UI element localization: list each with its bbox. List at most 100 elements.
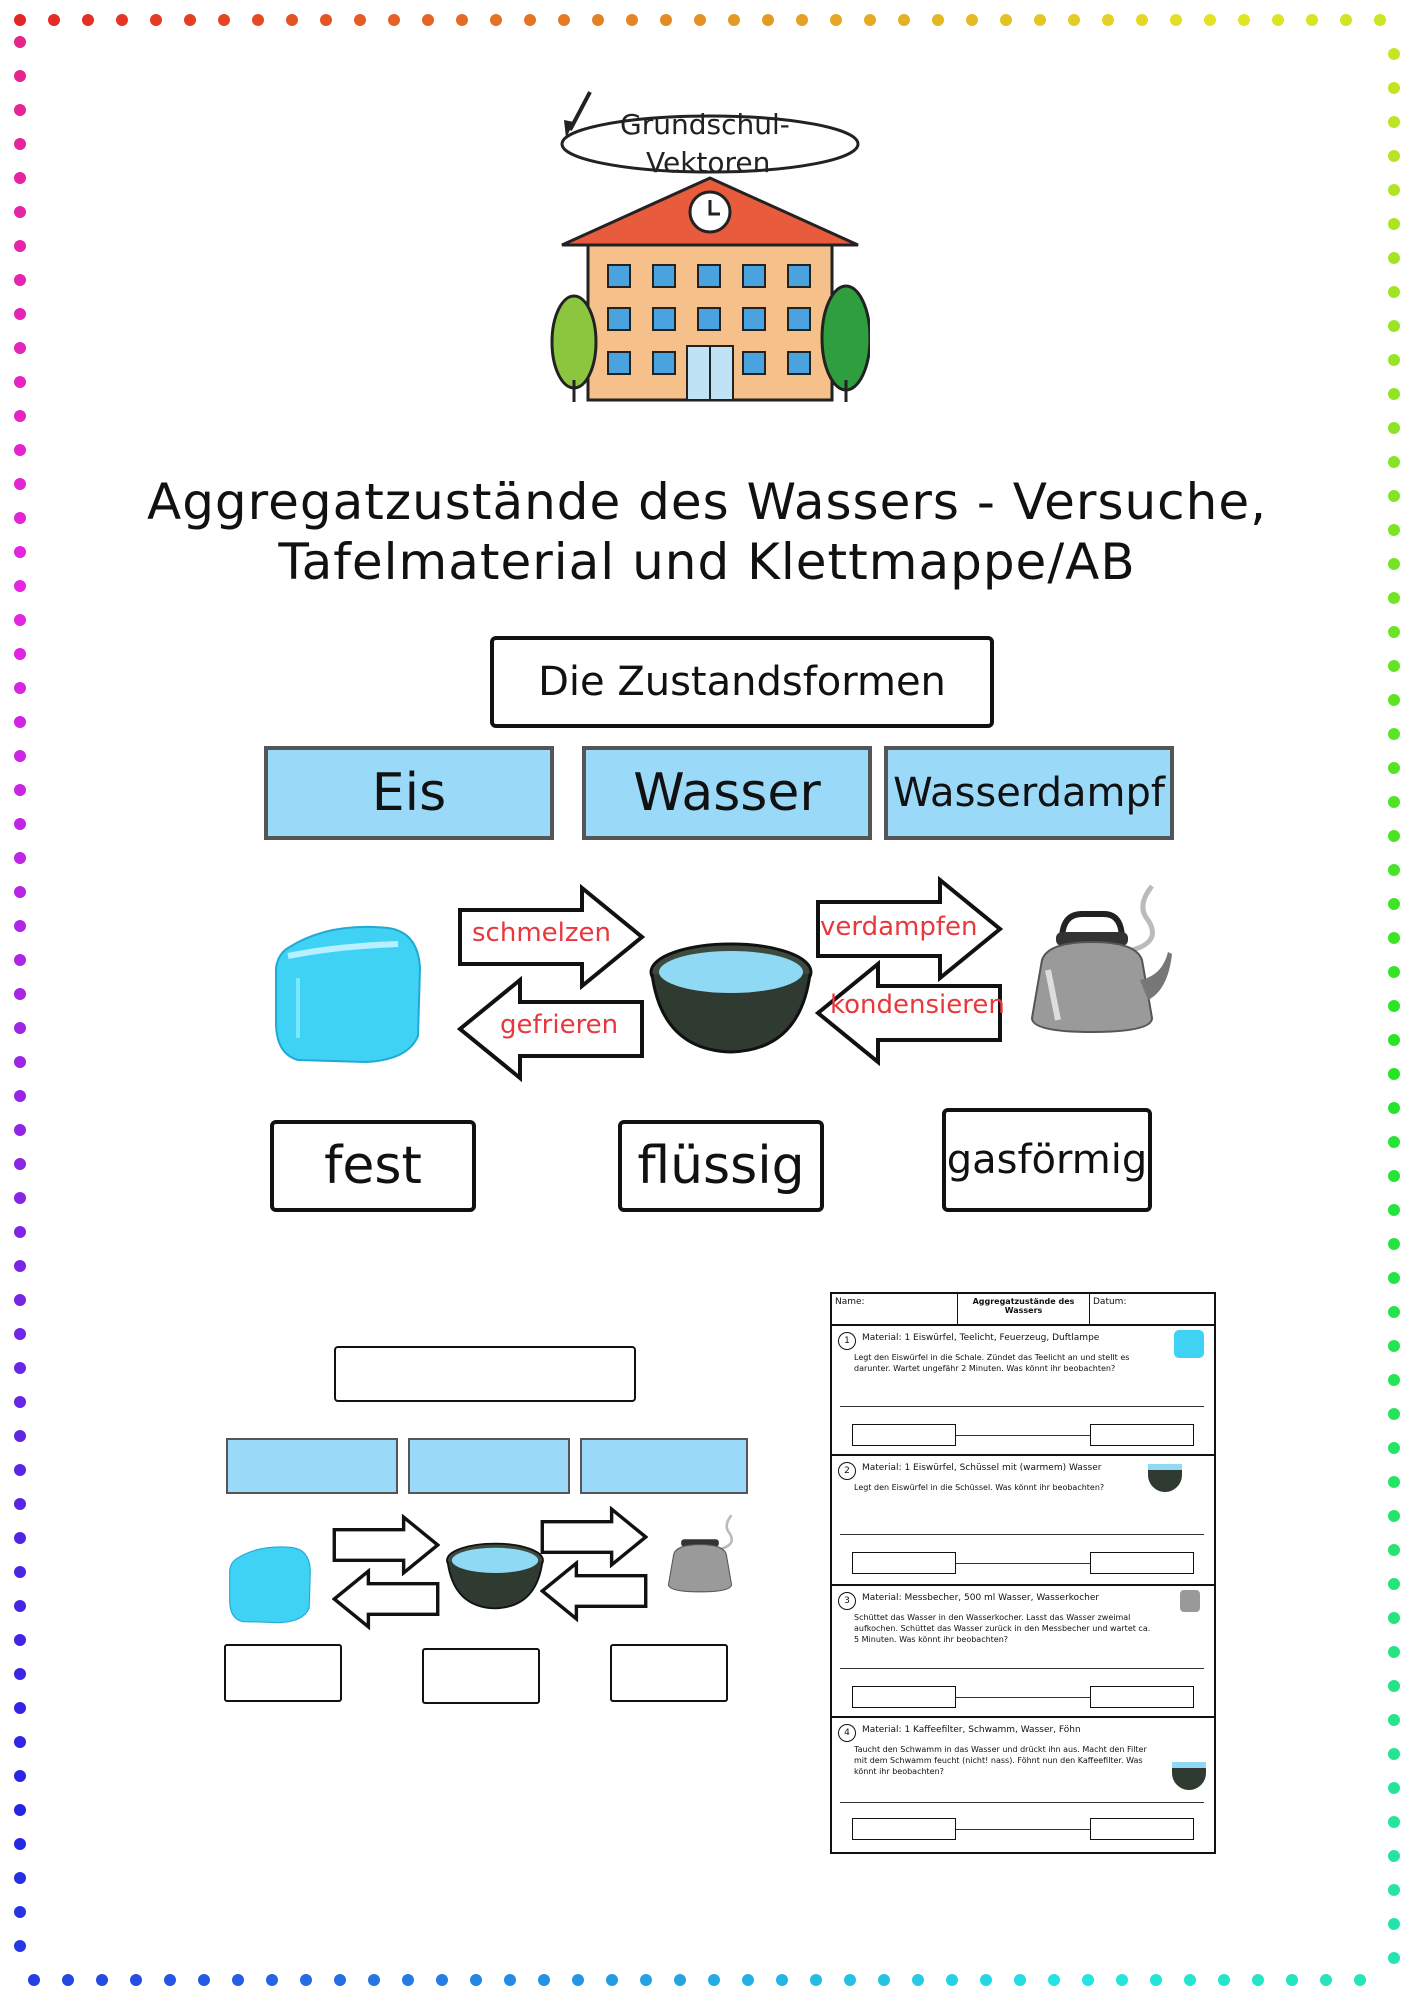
border-dot bbox=[28, 1974, 40, 1986]
border-dot bbox=[1034, 14, 1046, 26]
border-dot bbox=[728, 14, 740, 26]
border-dot bbox=[198, 1974, 210, 1986]
border-dot bbox=[1068, 14, 1080, 26]
mini-ice-cube-icon bbox=[229, 1546, 311, 1624]
border-dot bbox=[14, 138, 26, 150]
border-dot bbox=[1388, 592, 1400, 604]
border-dot bbox=[14, 1056, 26, 1068]
form-label-liquid: flüssig bbox=[637, 1136, 805, 1196]
mini-arrow-right-2 bbox=[540, 1506, 648, 1568]
border-dot bbox=[504, 1974, 516, 1986]
border-dot bbox=[1204, 14, 1216, 26]
school-building-icon bbox=[550, 91, 872, 402]
border-dot bbox=[14, 1634, 26, 1646]
task-2-number: 2 bbox=[838, 1462, 856, 1480]
state-label-steam: Wasserdampf bbox=[893, 770, 1165, 816]
border-dot bbox=[1388, 966, 1400, 978]
border-dot bbox=[150, 14, 162, 26]
border-dot bbox=[742, 1974, 754, 1986]
border-dot bbox=[14, 614, 26, 626]
border-dot bbox=[1388, 1408, 1400, 1420]
border-dot bbox=[368, 1974, 380, 1986]
border-dot bbox=[14, 1226, 26, 1238]
border-dot bbox=[1388, 1680, 1400, 1692]
border-dot bbox=[14, 14, 26, 26]
border-dot bbox=[14, 478, 26, 490]
border-dot bbox=[864, 14, 876, 26]
border-dot bbox=[844, 1974, 856, 1986]
border-dot bbox=[1388, 82, 1400, 94]
border-dot bbox=[14, 1804, 26, 1816]
border-dot bbox=[1238, 14, 1250, 26]
border-dot bbox=[422, 14, 434, 26]
border-dot bbox=[1014, 1974, 1026, 1986]
task-2-box-right bbox=[1090, 1552, 1194, 1574]
task-1-answer-line bbox=[840, 1406, 1204, 1407]
border-dot bbox=[626, 14, 638, 26]
border-dot bbox=[116, 14, 128, 26]
bowl-icon bbox=[649, 942, 813, 1054]
label-kondensieren: kondensieren bbox=[830, 990, 1005, 1020]
form-box-solid: fest bbox=[270, 1120, 476, 1212]
border-dot bbox=[1388, 422, 1400, 434]
border-dot bbox=[1388, 626, 1400, 638]
border-dot bbox=[1388, 830, 1400, 842]
task-1-arrow bbox=[956, 1435, 1090, 1436]
form-box-gas: gasförmig bbox=[942, 1108, 1152, 1212]
border-dot bbox=[62, 1974, 74, 1986]
border-dot bbox=[1320, 1974, 1332, 1986]
border-dot bbox=[1048, 1974, 1060, 1986]
border-dot bbox=[14, 1430, 26, 1442]
border-dot bbox=[232, 1974, 244, 1986]
border-dot bbox=[14, 240, 26, 252]
border-dot bbox=[1388, 728, 1400, 740]
border-dot bbox=[14, 274, 26, 286]
border-dot bbox=[14, 1192, 26, 1204]
task-3-box-right bbox=[1090, 1686, 1194, 1708]
border-dot bbox=[640, 1974, 652, 1986]
border-dot bbox=[1388, 1782, 1400, 1794]
border-dot bbox=[1388, 762, 1400, 774]
heading-text: Die Zustandsformen bbox=[538, 659, 946, 705]
border-dot bbox=[1102, 14, 1114, 26]
border-dot bbox=[1388, 1714, 1400, 1726]
border-dot bbox=[1388, 1544, 1400, 1556]
state-label-water: Wasser bbox=[633, 763, 821, 823]
border-dot bbox=[1388, 1952, 1400, 1964]
logo-text-line1: Grundschul- bbox=[620, 108, 790, 141]
border-dot bbox=[1388, 1170, 1400, 1182]
border-dot bbox=[1388, 116, 1400, 128]
border-dot bbox=[14, 1838, 26, 1850]
border-dot bbox=[14, 1668, 26, 1680]
border-dot bbox=[1252, 1974, 1264, 1986]
border-dot bbox=[14, 818, 26, 830]
blank-form-box-1 bbox=[224, 1644, 342, 1702]
border-dot bbox=[1388, 354, 1400, 366]
ice-cube-icon bbox=[275, 925, 422, 1064]
border-dot bbox=[164, 1974, 176, 1986]
border-dot bbox=[1388, 660, 1400, 672]
border-dot bbox=[558, 14, 570, 26]
form-box-liquid: flüssig bbox=[618, 1120, 824, 1212]
border-dot bbox=[1388, 388, 1400, 400]
border-dot bbox=[14, 1260, 26, 1272]
state-box-steam: Wasserdampf bbox=[884, 746, 1174, 840]
border-dot bbox=[1388, 1136, 1400, 1148]
page-title-line2: Tafelmaterial und Klettmappe/AB bbox=[278, 533, 1136, 591]
border-dot bbox=[1388, 1884, 1400, 1896]
border-dot bbox=[966, 14, 978, 26]
border-dot bbox=[1388, 524, 1400, 536]
border-dot bbox=[694, 14, 706, 26]
border-dot bbox=[470, 1974, 482, 1986]
task-3-material: Material: Messbecher, 500 ml Wasser, Was… bbox=[862, 1593, 1100, 1603]
task-3-kettle-icon bbox=[1180, 1590, 1200, 1612]
blank-form-box-3 bbox=[610, 1644, 728, 1702]
task-2-answer-line bbox=[840, 1534, 1204, 1535]
label-schmelzen: schmelzen bbox=[472, 918, 611, 948]
border-dot bbox=[1388, 864, 1400, 876]
border-dot bbox=[1116, 1974, 1128, 1986]
mini-arrow-left-2 bbox=[540, 1560, 648, 1622]
worksheet-name-cell: Name: bbox=[832, 1294, 958, 1324]
border-dot bbox=[14, 410, 26, 422]
border-dot bbox=[14, 1090, 26, 1102]
